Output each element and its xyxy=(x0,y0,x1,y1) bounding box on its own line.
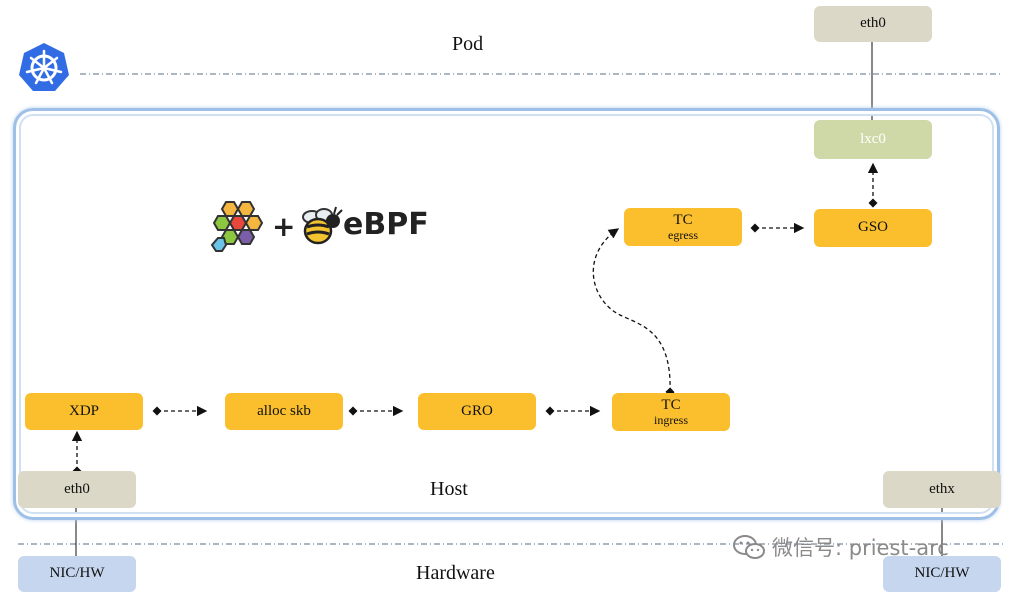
ebpf-bee-icon xyxy=(302,206,343,245)
wechat-icon xyxy=(733,535,765,559)
tc-egress-node: TC egress xyxy=(624,208,742,246)
tc-ingress-title: TC xyxy=(661,396,681,413)
host-eth0-node: eth0 xyxy=(18,471,136,508)
host-eth0-label: eth0 xyxy=(64,480,90,497)
gso-node: GSO xyxy=(814,209,932,247)
tc-ingress-sub: ingress xyxy=(654,412,688,427)
kubernetes-logo-icon xyxy=(19,43,69,91)
plus-sign: + xyxy=(272,210,296,243)
nic-right-node: NIC/HW xyxy=(883,556,1001,592)
nic-left-node: NIC/HW xyxy=(18,556,136,592)
cilium-logo-icon xyxy=(210,201,264,252)
ebpf-logo-text: eBPF xyxy=(343,207,429,242)
alloc-skb-label: alloc skb xyxy=(257,402,311,419)
hardware-label: Hardware xyxy=(416,562,495,584)
nic-right-label: NIC/HW xyxy=(914,565,970,582)
watermark: 微信号: priest-arc xyxy=(732,532,949,562)
tc-egress-sub: egress xyxy=(668,227,698,242)
tc-egress-title: TC xyxy=(673,211,693,228)
watermark-text: 微信号: priest-arc xyxy=(772,536,949,560)
tc-ingress-node: TC ingress xyxy=(612,393,730,431)
lxc0-node: lxc0 xyxy=(814,120,932,159)
pod-label: Pod xyxy=(452,33,484,55)
alloc-skb-node: alloc skb xyxy=(225,393,343,430)
ethx-node: ethx xyxy=(883,471,1001,508)
pod-eth0-node: eth0 xyxy=(814,6,932,42)
lxc0-label: lxc0 xyxy=(860,130,886,147)
pod-eth0-label: eth0 xyxy=(860,15,886,32)
xdp-label: XDP xyxy=(68,402,99,419)
host-label: Host xyxy=(430,478,468,500)
host-frame xyxy=(13,108,1000,520)
tc-ingress-to-tc-egress-arrow xyxy=(592,228,675,397)
gro-label: GRO xyxy=(461,402,493,419)
nic-left-label: NIC/HW xyxy=(49,565,105,582)
gso-label: GSO xyxy=(857,219,888,236)
ethx-label: ethx xyxy=(929,480,955,497)
xdp-node: XDP xyxy=(25,393,143,430)
gro-node: GRO xyxy=(418,393,536,430)
